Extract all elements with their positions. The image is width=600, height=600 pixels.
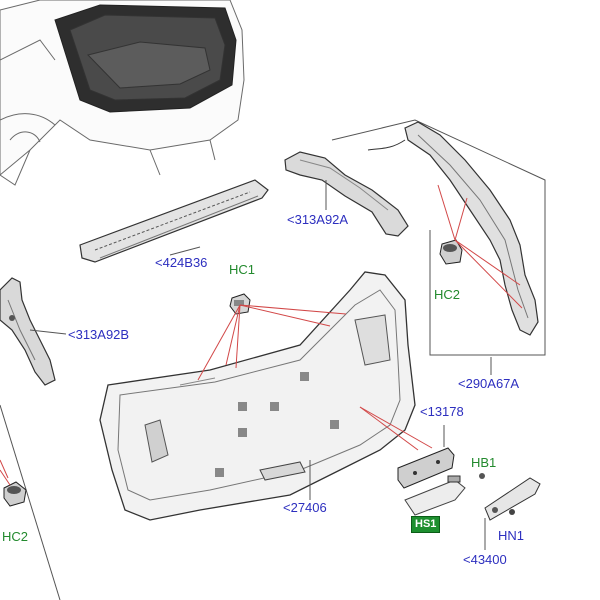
leader-lines	[0, 184, 523, 486]
left-group-outline	[0, 404, 61, 600]
handle-assembly	[404, 473, 541, 521]
hc1-label: HC1	[229, 262, 256, 277]
hs1-tag: HS1	[411, 516, 441, 533]
upper-trim-strip	[79, 179, 269, 263]
hc2-right-label: HC2	[434, 287, 461, 302]
part-43400-label: <43400	[463, 552, 507, 567]
hn1-label: HN1	[498, 528, 525, 543]
callout-pointers	[29, 180, 492, 550]
tailgate-side-trim	[367, 121, 539, 336]
part-290a67a-label: <290A67A	[458, 376, 520, 391]
vehicle-rear-illustration	[0, 0, 245, 186]
hc1-clip	[229, 293, 251, 315]
tailgate-lower-panel	[99, 271, 416, 521]
right-pillar-trim	[284, 151, 409, 237]
part-424b36-label: <424B36	[155, 255, 208, 270]
hb1-label: HB1	[471, 455, 497, 470]
part-13178-label: <13178	[420, 404, 464, 419]
part-313a92b-label: <313A92B	[68, 327, 130, 342]
striker-bracket	[397, 447, 455, 489]
trim-group-outline	[331, 119, 546, 356]
hc2-clip-left	[3, 481, 27, 507]
part-27406-label: <27406	[283, 500, 327, 515]
left-pillar-trim	[0, 277, 56, 386]
part-313a92a-label: <313A92A	[287, 212, 349, 227]
hc2-clip-right	[439, 239, 463, 265]
hc2-left-label: HC2	[2, 529, 29, 544]
